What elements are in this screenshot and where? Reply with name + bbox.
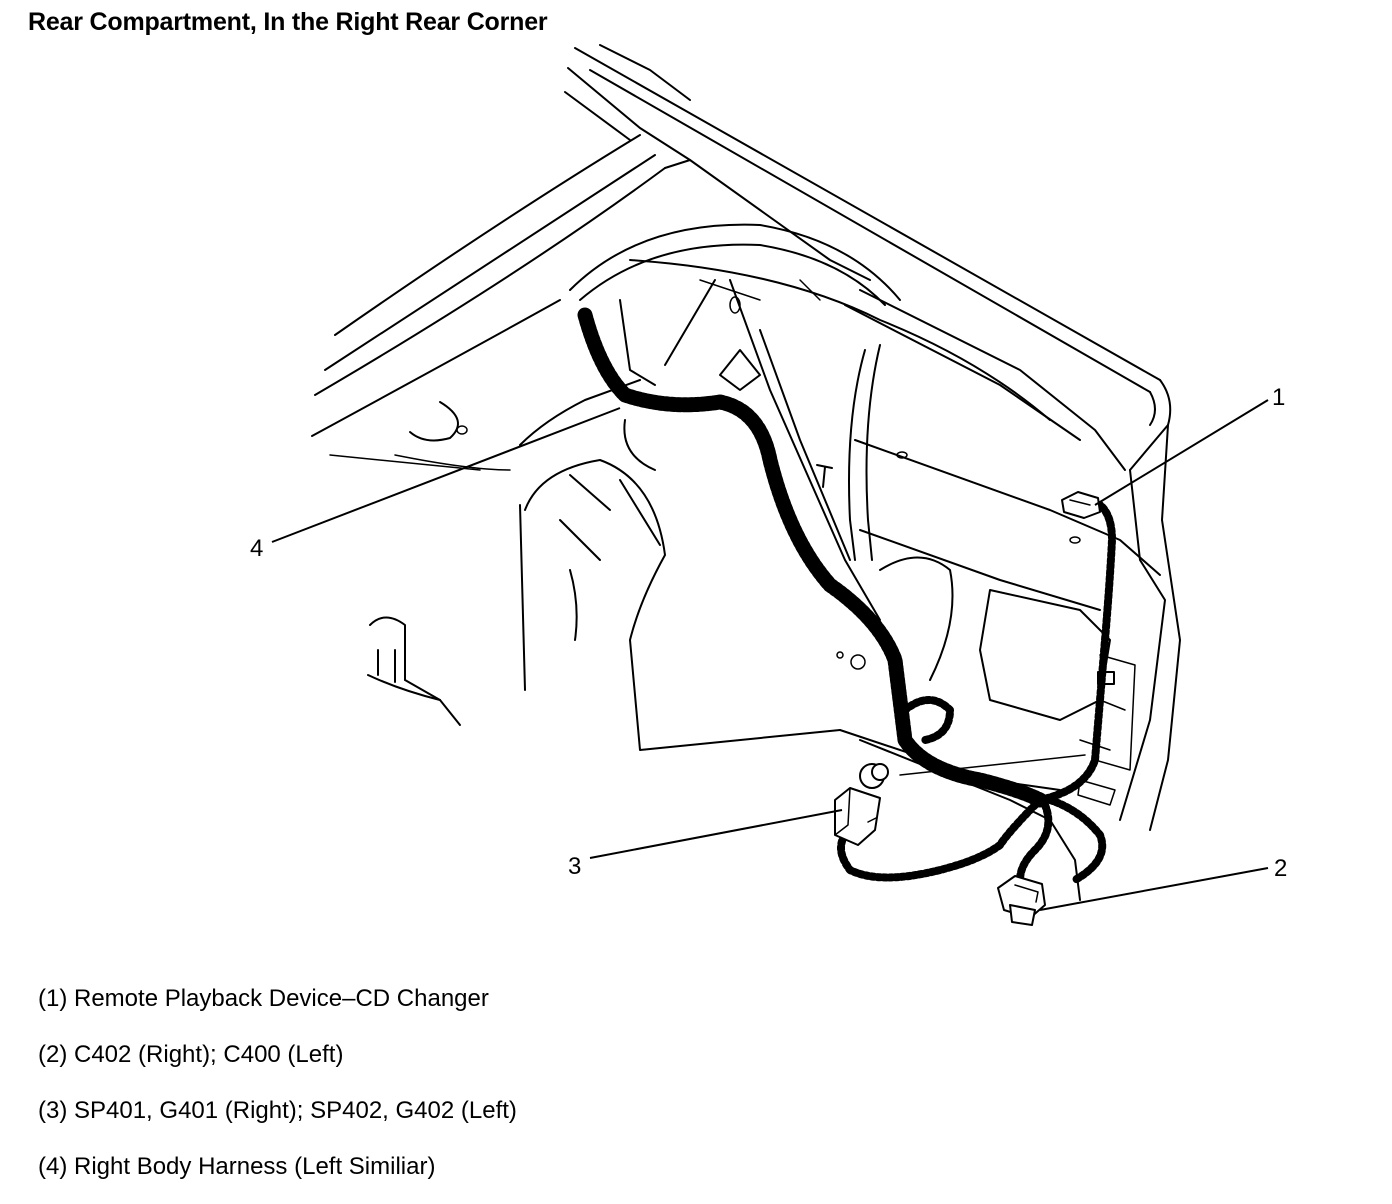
body-structure <box>311 44 1181 901</box>
leader-line-4 <box>271 407 621 543</box>
diagram-title: Rear Compartment, In the Right Rear Corn… <box>28 8 548 36</box>
leader-lines <box>271 399 1269 911</box>
leader-line-2 <box>1039 867 1269 911</box>
body-harness <box>577 307 1048 808</box>
leader-line-3 <box>589 809 843 859</box>
c402-connector <box>997 875 1046 926</box>
callout-2: 2 <box>1274 855 1287 882</box>
parts-legend: (1) Remote Playback Device–CD Changer (2… <box>38 980 517 1204</box>
ground-splice-bracket <box>834 763 889 846</box>
leader-line-1 <box>1094 399 1269 506</box>
legend-item: (2) C402 (Right); C400 (Left) <box>38 1041 344 1068</box>
cd-changer-connector <box>1061 491 1101 519</box>
rear-compartment-illustration: 1 2 3 4 <box>250 44 1287 926</box>
callout-1: 1 <box>1272 384 1285 411</box>
legend-item: (4) Right Body Harness (Left Similiar) <box>38 1153 436 1180</box>
callout-4: 4 <box>250 535 263 562</box>
legend-item: (1) Remote Playback Device–CD Changer <box>38 985 489 1012</box>
branch-wires <box>837 501 1116 884</box>
legend-item: (3) SP401, G401 (Right); SP402, G402 (Le… <box>38 1097 517 1124</box>
callout-3: 3 <box>568 853 581 880</box>
